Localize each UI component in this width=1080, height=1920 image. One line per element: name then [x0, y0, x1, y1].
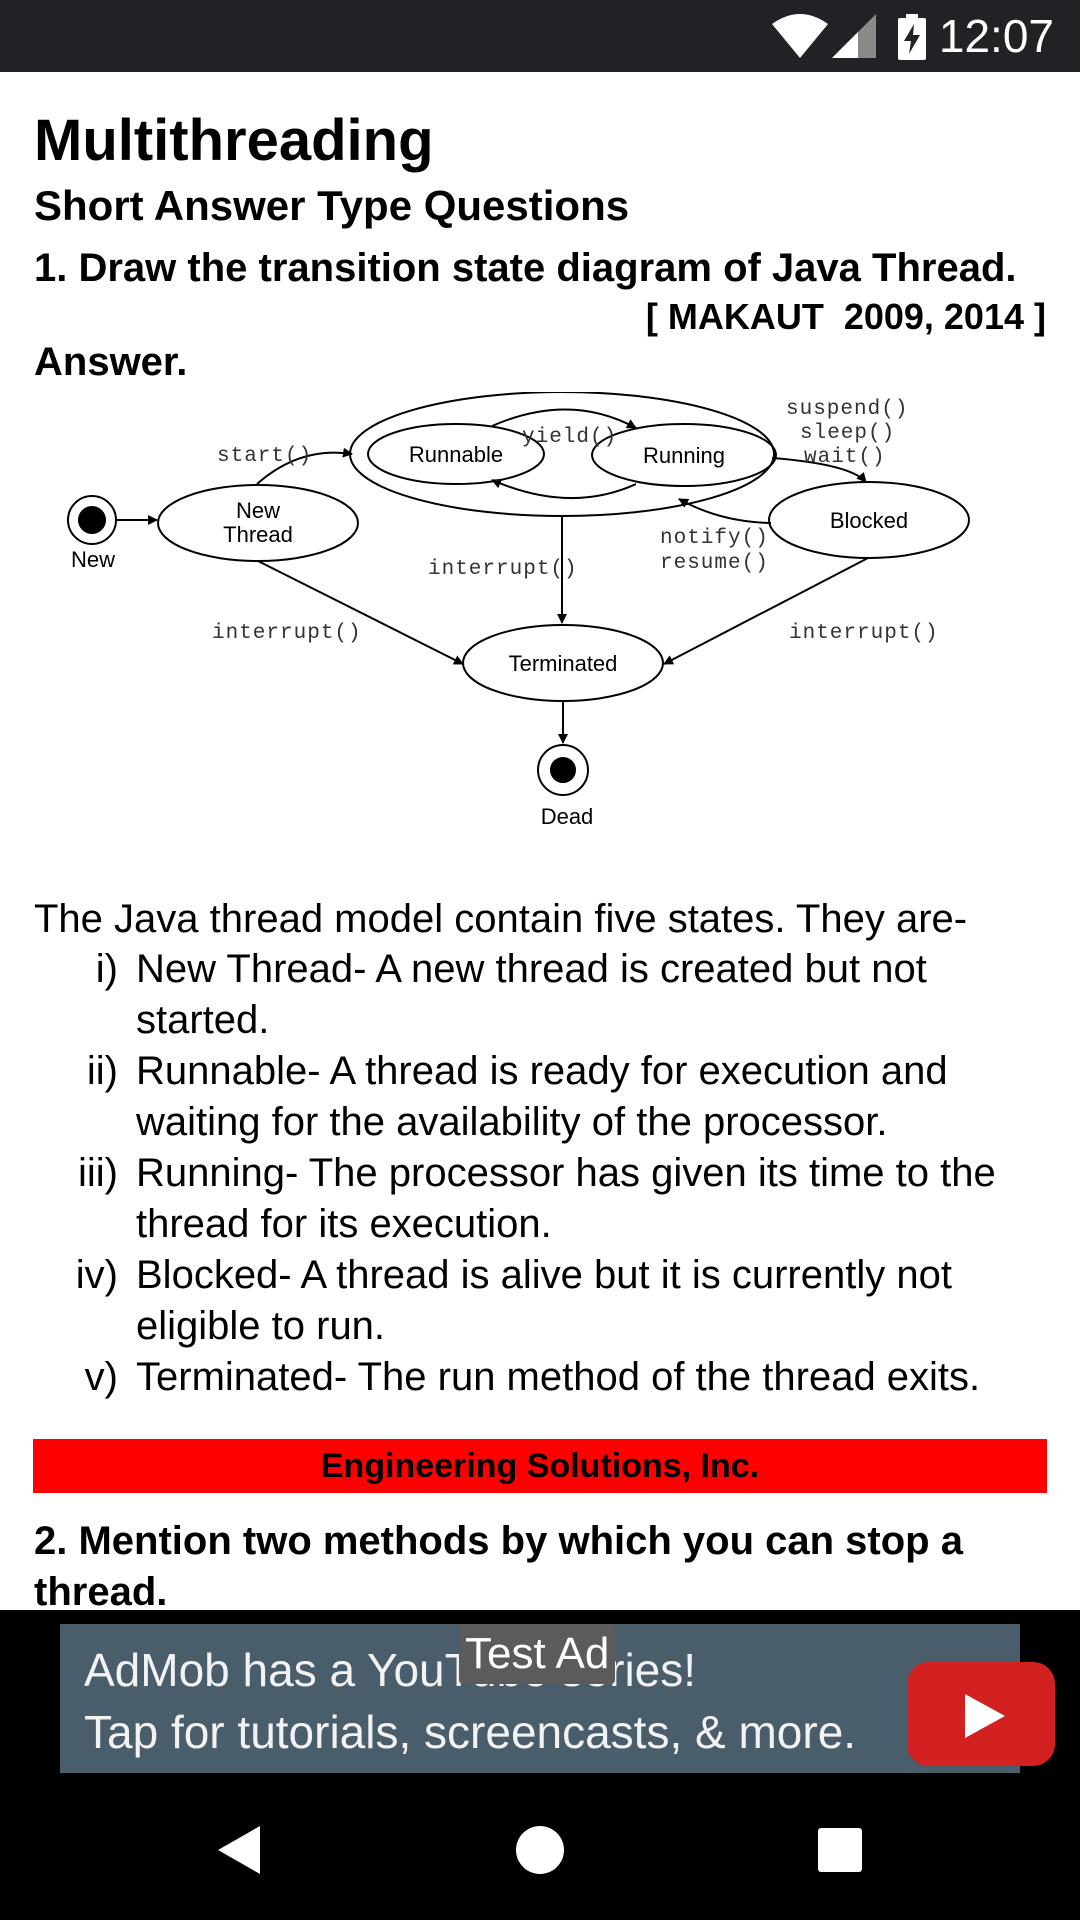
new-thread-label-2: Thread [223, 522, 293, 547]
ad-description: Tap for tutorials, screencasts, & more. [84, 1706, 857, 1758]
list-item-text: Running- The processor has given its tim… [136, 1151, 996, 1246]
section-subtitle: Short Answer Type Questions [34, 182, 630, 229]
cell-signal-icon [832, 14, 876, 58]
transition-yield: yield() [522, 426, 617, 449]
list-item: ii) Runnable- A thread is ready for exec… [34, 1046, 1054, 1148]
thread-state-diagram: New New Thread Runnable Running Blocked … [67, 392, 970, 829]
start-node-label: New [71, 547, 115, 572]
list-item: iii) Running- The processor has given it… [34, 1148, 1054, 1250]
transition-resume: resume() [660, 552, 769, 575]
ad-banner: AdMob has a YouTube series! Tap for tuto… [0, 1610, 1080, 1780]
recents-button[interactable] [808, 1818, 872, 1882]
end-node-label: Dead [541, 804, 594, 829]
transition-sleep: sleep() [800, 422, 895, 445]
list-item-text: Runnable- A thread is ready for executio… [136, 1049, 948, 1144]
states-list: i) New Thread- A new thread is created b… [34, 944, 1054, 1403]
page-title: Multithreading [34, 108, 434, 173]
running-label: Running [643, 443, 725, 468]
back-button[interactable] [208, 1818, 272, 1882]
list-item-text: Terminated- The run method of the thread… [136, 1355, 981, 1399]
transition-wait: wait() [804, 446, 886, 469]
youtube-play-icon[interactable] [907, 1662, 1055, 1766]
battery-charging-icon [898, 14, 926, 60]
publisher-banner: Engineering Solutions, Inc. [33, 1439, 1047, 1493]
question-2: 2. Mention two methods by which you can … [34, 1519, 963, 1610]
test-ad-label: Test Ad [459, 1624, 616, 1684]
list-item-text: Blocked- A thread is alive but it is cur… [136, 1253, 952, 1348]
transition-interrupt-right: interrupt() [789, 622, 939, 645]
list-item-number: iv) [75, 1253, 118, 1297]
transition-suspend: suspend() [786, 398, 908, 421]
start-node [67, 495, 117, 545]
runnable-label: Runnable [409, 442, 503, 467]
states-intro: The Java thread model contain five state… [34, 897, 968, 941]
list-item: iv) Blocked- A thread is alive but it is… [34, 1250, 1054, 1352]
list-item-number: iii) [78, 1151, 118, 1195]
question-1: 1. Draw the transition state diagram of … [34, 246, 1017, 290]
state-blocked [768, 481, 970, 559]
transition-interrupt-center: interrupt() [428, 558, 578, 581]
list-item-number: v) [84, 1355, 118, 1399]
transition-notify: notify() [660, 527, 769, 550]
terminated-label: Terminated [509, 651, 618, 676]
list-item: i) New Thread- A new thread is created b… [34, 944, 1054, 1046]
list-item: v) Terminated- The run method of the thr… [34, 1352, 1054, 1403]
status-clock: 12:07 [938, 10, 1054, 62]
state-running [591, 423, 777, 487]
wifi-icon [772, 14, 828, 58]
question-reference: [ MAKAUT 2009, 2014 ] [645, 296, 1046, 337]
new-thread-label-1: New [236, 498, 280, 523]
state-runnable [367, 423, 545, 485]
blocked-label: Blocked [830, 508, 908, 533]
transition-start: start() [217, 445, 312, 468]
article-content[interactable]: Multithreading Short Answer Type Questio… [0, 72, 1080, 1610]
status-bar: 12:07 [0, 0, 1080, 72]
navigation-bar [0, 1780, 1080, 1920]
home-button[interactable] [508, 1818, 572, 1882]
answer-label: Answer. [34, 340, 188, 384]
transition-interrupt-left: interrupt() [212, 622, 362, 645]
list-item-text: New Thread- A new thread is created but … [136, 947, 927, 1042]
end-node [537, 744, 589, 796]
list-item-number: i) [95, 947, 118, 991]
list-item-number: ii) [86, 1049, 118, 1093]
